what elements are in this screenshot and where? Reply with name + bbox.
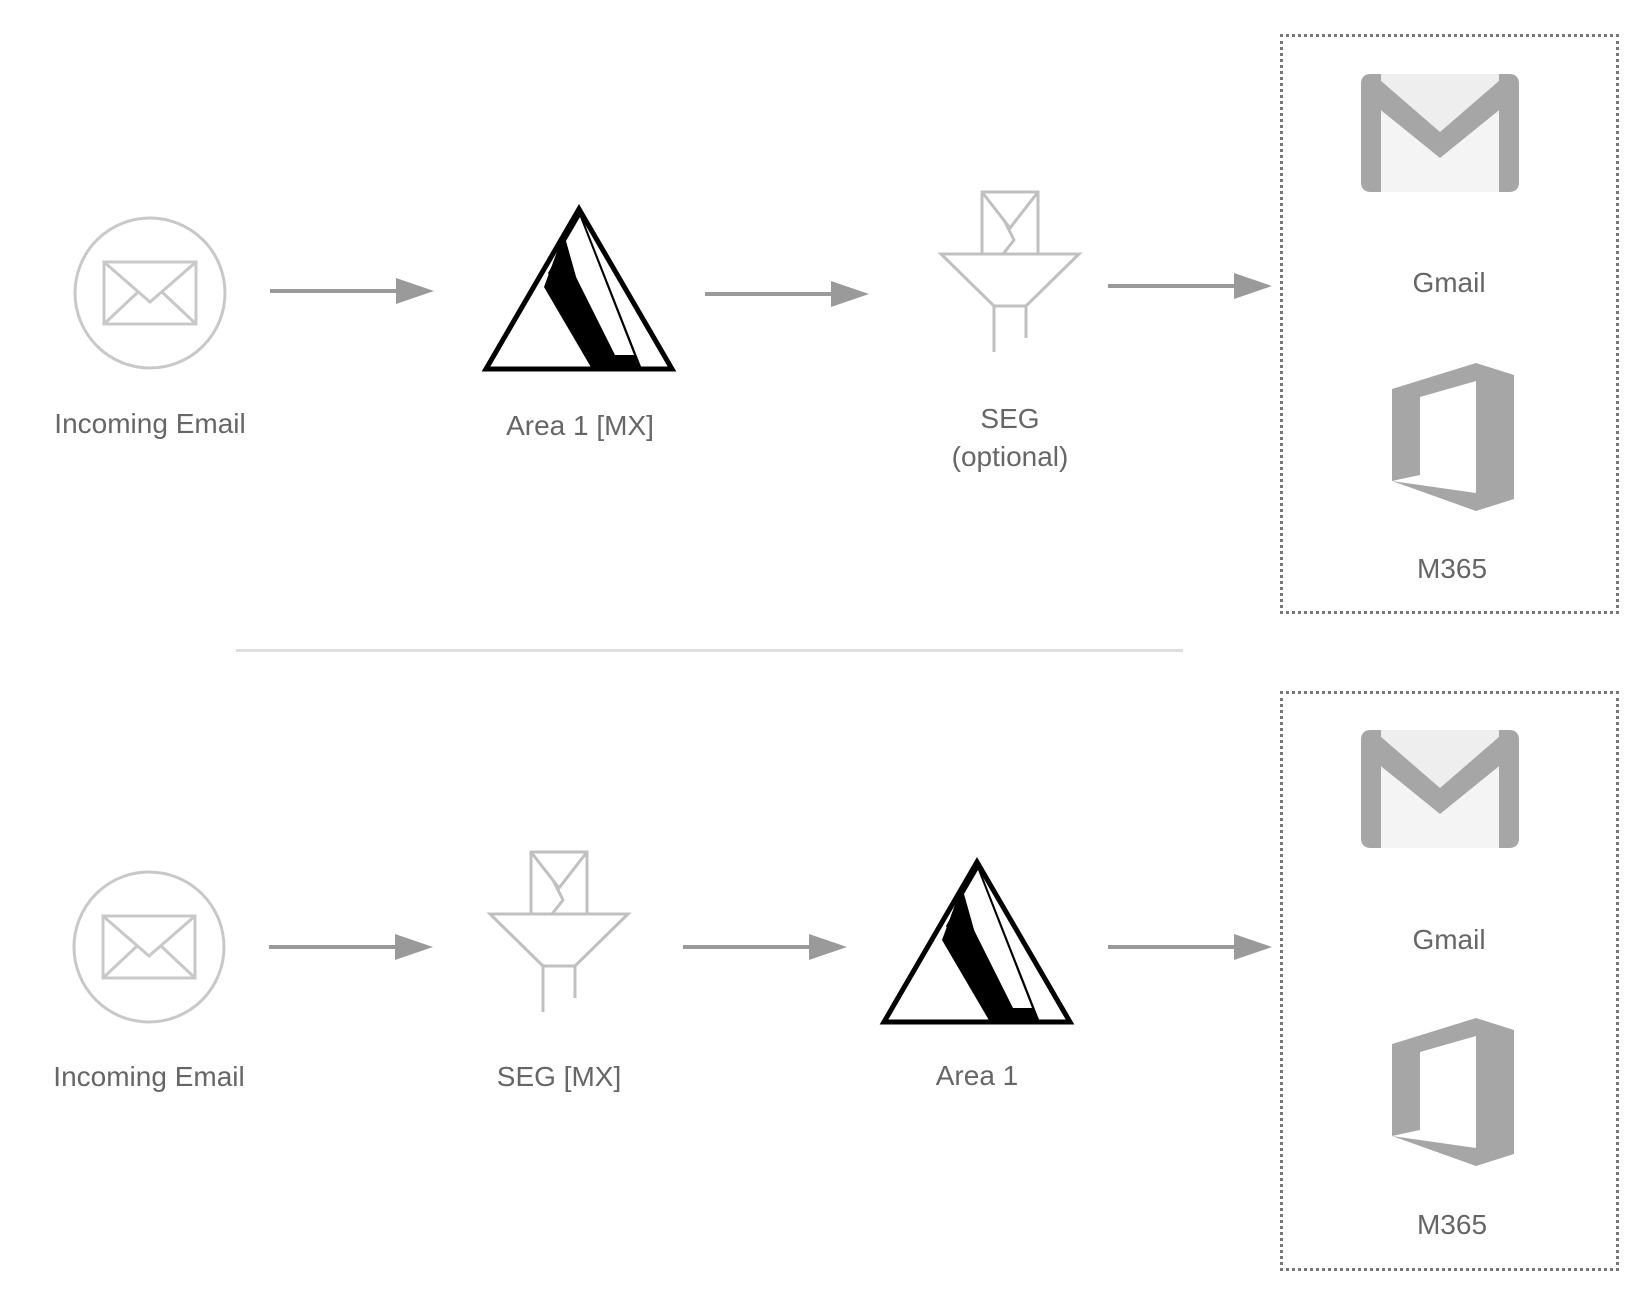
node-label: Incoming Email (53, 1061, 245, 1092)
destination-box (1280, 34, 1619, 614)
seg-filter-icon (937, 190, 1083, 352)
arrow-icon (269, 934, 433, 960)
gmail-icon (1361, 74, 1519, 192)
area1-logo-icon (481, 204, 677, 372)
destination-label: M365 (1416, 1209, 1488, 1240)
area1-logo-icon (879, 857, 1075, 1025)
node-label: Area 1 [MX] (506, 410, 654, 441)
envelope-circle-icon (73, 216, 227, 370)
destination-label: Gmail (1412, 924, 1486, 955)
envelope-circle-icon (72, 870, 226, 1024)
node-label: Incoming Email (54, 408, 246, 439)
arrow-icon (1108, 934, 1272, 960)
divider (236, 649, 1183, 652)
destination-label: Gmail (1412, 267, 1486, 298)
gmail-icon (1361, 730, 1519, 848)
node-label: SEG [MX] (496, 1061, 622, 1092)
office-icon (1392, 363, 1514, 511)
destination-label: M365 (1416, 553, 1488, 584)
arrow-icon (1108, 273, 1272, 299)
office-icon (1392, 1018, 1514, 1166)
arrow-icon (705, 281, 869, 307)
destination-box (1280, 691, 1619, 1271)
node-sublabel: (optional) (951, 441, 1069, 472)
arrow-icon (683, 934, 847, 960)
arrow-icon (270, 278, 434, 304)
seg-filter-icon (486, 850, 632, 1012)
node-label: Area 1 (935, 1060, 1019, 1091)
node-label: SEG (980, 403, 1040, 434)
